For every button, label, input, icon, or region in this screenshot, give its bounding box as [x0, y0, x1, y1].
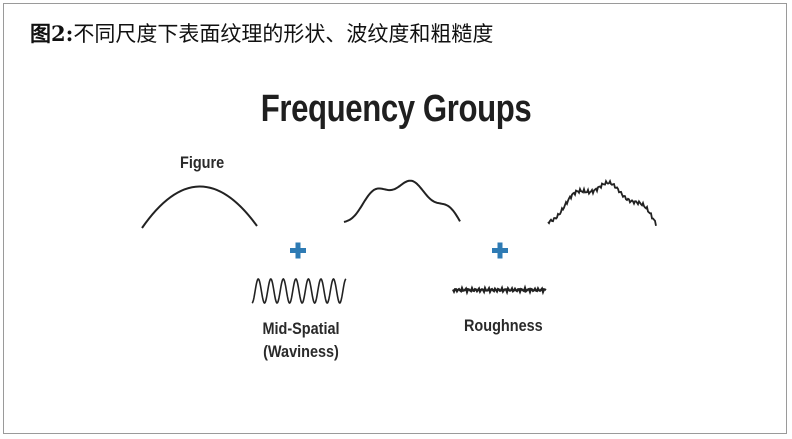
waviness-wave	[251, 277, 347, 305]
label-figure: Figure	[180, 153, 225, 172]
figure-waviness-curve	[343, 179, 461, 223]
plus-icon	[290, 242, 306, 259]
caption-lead: 图2:	[30, 21, 74, 46]
figure-roughness-curve	[547, 178, 657, 226]
figure-caption: 图2:不同尺度下表面纹理的形状、波纹度和粗糙度	[30, 18, 493, 48]
label-waviness: (Waviness)	[263, 342, 339, 361]
plus-icon	[492, 242, 508, 259]
roughness-line	[452, 284, 547, 296]
diagram-title: Frequency Groups	[260, 88, 532, 130]
figure-arc	[141, 185, 258, 229]
figure-frame	[3, 3, 787, 434]
caption-text: 不同尺度下表面纹理的形状、波纹度和粗糙度	[73, 22, 494, 46]
label-roughness: Roughness	[464, 316, 543, 335]
label-mid-spatial: Mid-Spatial	[262, 319, 340, 338]
